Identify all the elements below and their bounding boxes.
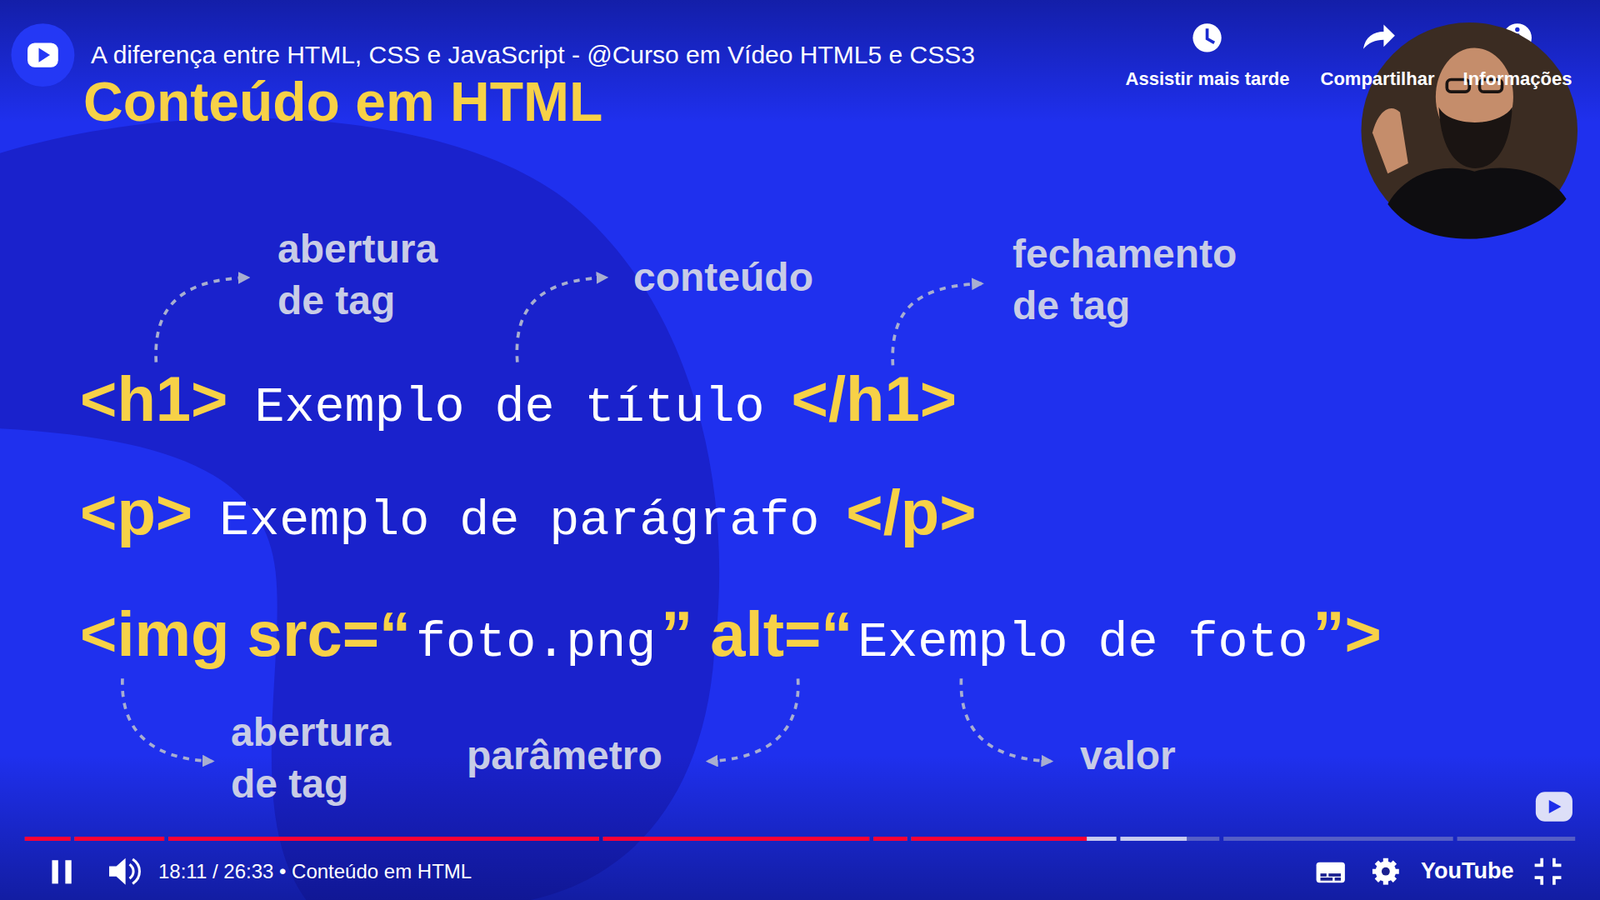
- html-syntax: </h1>: [791, 367, 958, 431]
- annotation: abertura de tag: [277, 223, 478, 327]
- html-syntax: ” alt=“: [660, 602, 853, 666]
- slide-heading: Conteúdo em HTML: [83, 74, 603, 130]
- code-line: <h1> Exemplo de título </h1>: [80, 367, 957, 433]
- annotation: valor: [1080, 730, 1176, 782]
- watermark-logo: [1535, 791, 1573, 822]
- html-syntax: <p>: [80, 480, 193, 545]
- share-icon: [1363, 24, 1395, 49]
- code-line: <p> Exemplo de parágrafo </p>: [80, 480, 977, 546]
- action-label: Compartilhar: [1320, 68, 1435, 90]
- progress-bar: [24, 836, 1575, 841]
- annotation: fechamento de tag: [1012, 228, 1263, 332]
- time-display: 18:11 / 26:33 • Conteúdo em HTML: [158, 860, 472, 884]
- html-syntax: ”>: [1312, 602, 1381, 666]
- html-syntax: </p>: [845, 480, 976, 545]
- watch-later-icon: [1192, 23, 1221, 52]
- annotation: parâmetro: [466, 730, 663, 782]
- html-content: foto.png: [415, 617, 656, 668]
- html-content: Exemplo de título: [254, 382, 765, 433]
- annotation: conteúdo: [633, 251, 814, 304]
- leader-arrows: [122, 277, 1051, 761]
- presenter-avatar: [1360, 22, 1578, 240]
- action-label: Informações: [1463, 68, 1573, 90]
- html-content: Exemplo de foto: [857, 617, 1308, 668]
- action-label: Assistir mais tarde: [1125, 68, 1290, 90]
- youtube-channel-logo: [10, 23, 75, 87]
- html-syntax: <img src=“: [80, 602, 411, 666]
- annotation: abertura de tag: [230, 706, 431, 810]
- youtube-wordmark: YouTube: [1420, 858, 1514, 885]
- code-line: <img src=“foto.png” alt=“Exemplo de foto…: [80, 602, 1382, 668]
- player-controls: [51, 858, 1561, 885]
- video-title: A diferença entre HTML, CSS e JavaScript…: [90, 40, 975, 70]
- html-content: Exemplo de parágrafo: [219, 495, 820, 546]
- html-syntax: <h1>: [80, 367, 228, 431]
